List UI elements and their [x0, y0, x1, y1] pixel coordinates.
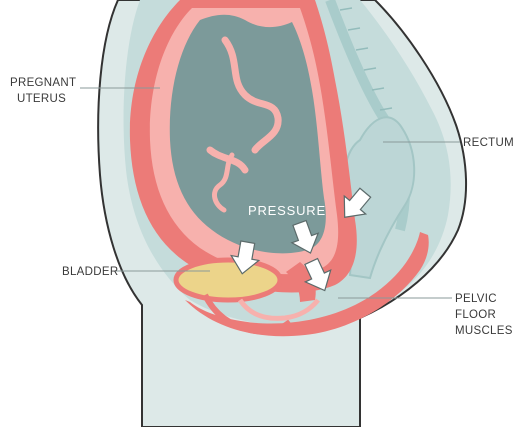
label-bladder: BLADDER [62, 266, 118, 278]
label-pregnant-uterus: PREGNANT UTERUS [10, 77, 80, 105]
label-pressure: PRESSURE [248, 203, 326, 218]
label-pelvic-floor-line1: PELVIC [455, 293, 497, 305]
label-rectum: RECTUM [463, 137, 514, 149]
label-pelvic-floor-line3: MUSCLES [455, 325, 513, 337]
label-pelvic-floor-line2: FLOOR [455, 309, 496, 321]
label-pregnant-uterus-line1: PREGNANT [10, 77, 76, 89]
bladder [176, 260, 280, 300]
label-pelvic-floor: PELVIC FLOOR MUSCLES [455, 293, 513, 337]
label-pregnant-uterus-line2: UTERUS [17, 93, 66, 105]
